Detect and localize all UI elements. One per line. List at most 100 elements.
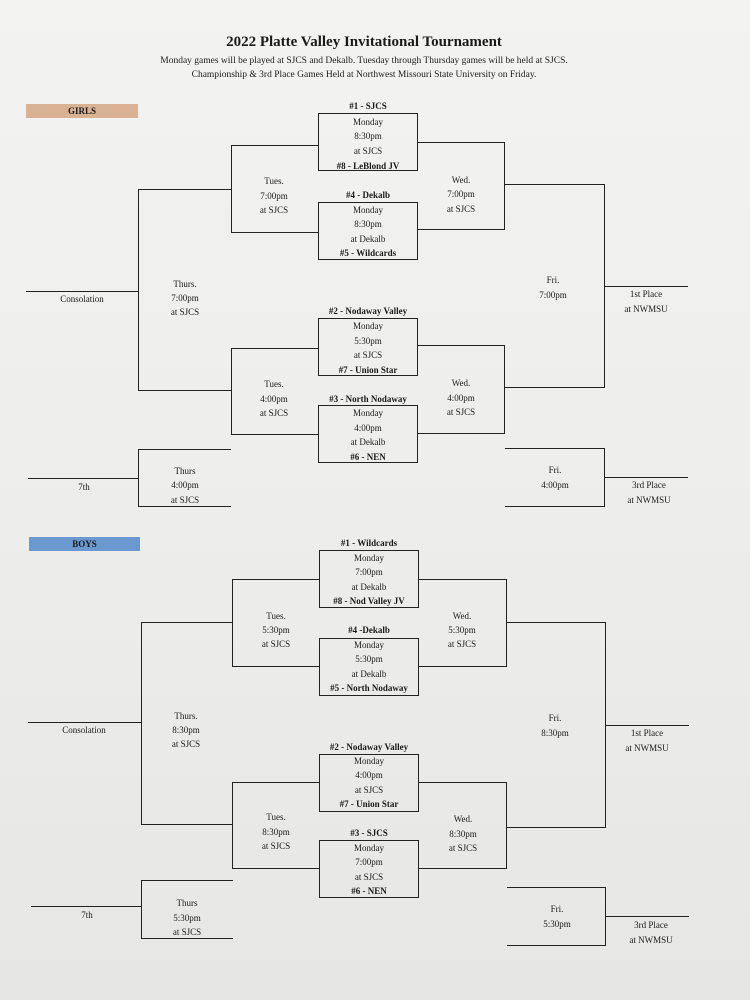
boys-g1-top-seed: #1 - Wildcards xyxy=(340,538,398,548)
girls-bracket-line xyxy=(504,387,604,388)
girls-game-4-box xyxy=(318,405,418,463)
boys-tues2-day: Tues. xyxy=(266,812,286,822)
boys-bracket-line xyxy=(141,938,233,939)
boys-third-place-line xyxy=(605,916,689,917)
girls-wed1-day: Wed. xyxy=(451,175,471,185)
girls-tues2-time: 4:00pm xyxy=(260,394,288,404)
subtitle-line-2: Championship & 3rd Place Games Held at N… xyxy=(191,70,537,80)
girls-wed2-time: 4:00pm xyxy=(447,393,475,403)
boys-g3-location: at SJCS xyxy=(354,785,384,795)
boys-bracket-line xyxy=(141,622,142,825)
girls-tues2-location: at SJCS xyxy=(259,408,289,418)
girls-g2-bottom-seed: #5 - Wildcards xyxy=(339,248,397,258)
girls-fri-time: 7:00pm xyxy=(539,290,567,300)
boys-bracket-line xyxy=(141,880,233,881)
girls-bracket-line xyxy=(231,145,232,233)
girls-tues1-day: Tues. xyxy=(264,176,284,186)
boys-g3-day: Monday xyxy=(354,756,384,766)
girls-g3-day: Monday xyxy=(353,321,383,331)
girls-g1-top-seed: #1 - SJCS xyxy=(349,101,387,111)
boys-g1-bottom-seed: #8 - Nod Valley JV xyxy=(333,596,405,606)
girls-first-place-label: 1st Place xyxy=(629,289,663,299)
girls-bracket-line xyxy=(418,142,504,143)
boys-bracket-line xyxy=(232,868,319,869)
boys-thurs7-time: 5:30pm xyxy=(173,913,201,923)
girls-g3-time: 5:30pm xyxy=(354,336,382,346)
boys-g4-top-seed: #3 - SJCS xyxy=(350,828,388,838)
girls-bracket-line xyxy=(231,145,318,146)
boys-bracket-line xyxy=(419,666,506,667)
boys-wed1-location: at SJCS xyxy=(447,639,477,649)
girls-g4-top-seed: #3 - North Nodaway xyxy=(329,394,407,404)
girls-third-place-line xyxy=(604,477,688,478)
girls-g4-location: at Dekalb xyxy=(350,437,386,447)
girls-thurs-location: at SJCS xyxy=(170,307,200,317)
boys-bracket-line xyxy=(232,782,319,783)
boys-thurs7-location: at SJCS xyxy=(172,927,202,937)
girls-thurs7-location: at SJCS xyxy=(170,495,200,505)
boys-third-place-label: 3rd Place xyxy=(634,920,668,930)
girls-first-place-location: at NWMSU xyxy=(624,304,668,314)
girls-consolation-line xyxy=(26,291,138,292)
boys-g1-time: 7:00pm xyxy=(355,567,383,577)
boys-g3-time: 4:00pm xyxy=(355,770,383,780)
boys-g2-day: Monday xyxy=(354,640,384,650)
girls-third-place-label: 3rd Place xyxy=(632,480,666,490)
girls-g2-location: at Dekalb xyxy=(350,234,386,244)
boys-fri3-time: 5:30pm xyxy=(543,919,571,929)
girls-g1-time: 8:30pm xyxy=(354,131,382,141)
girls-seventh-line xyxy=(28,478,138,479)
girls-game-2-box xyxy=(318,202,418,260)
boys-g2-location: at Dekalb xyxy=(351,669,387,679)
girls-bracket-line xyxy=(505,506,604,507)
boys-bracket-line xyxy=(232,579,319,580)
boys-consolation-label: Consolation xyxy=(62,725,106,735)
boys-bracket-line xyxy=(141,622,232,623)
boys-wed1-time: 5:30pm xyxy=(448,625,476,635)
girls-g1-day: Monday xyxy=(353,117,383,127)
girls-bracket-line xyxy=(138,506,231,507)
girls-bracket-line xyxy=(504,345,505,434)
girls-thurs-time: 7:00pm xyxy=(171,293,199,303)
girls-bracket-line xyxy=(138,189,139,391)
girls-section-label: GIRLS xyxy=(26,104,138,118)
boys-first-place-label: 1st Place xyxy=(630,728,664,738)
boys-section-label: BOYS xyxy=(29,537,140,551)
girls-bracket-line xyxy=(231,348,232,435)
boys-seventh-line xyxy=(31,906,141,907)
boys-bracket-line xyxy=(419,579,506,580)
boys-tues1-location: at SJCS xyxy=(261,639,291,649)
boys-thurs-time: 8:30pm xyxy=(172,725,200,735)
girls-thurs7-time: 4:00pm xyxy=(171,480,199,490)
boys-fri3-day: Fri. xyxy=(550,904,564,914)
boys-game-2-box xyxy=(319,638,419,696)
girls-g2-day: Monday xyxy=(353,205,383,215)
girls-seventh-label: 7th xyxy=(78,482,90,492)
girls-tues2-day: Tues. xyxy=(264,379,284,389)
boys-bracket-line xyxy=(419,782,506,783)
girls-thurs-day: Thurs. xyxy=(173,279,197,289)
boys-seventh-label: 7th xyxy=(81,910,93,920)
boys-fri-time: 8:30pm xyxy=(541,728,569,738)
boys-wed2-location: at SJCS xyxy=(448,843,478,853)
boys-g3-bottom-seed: #7 - Union Star xyxy=(339,799,399,809)
boys-tues2-time: 8:30pm xyxy=(262,827,290,837)
girls-tues1-location: at SJCS xyxy=(259,205,289,215)
girls-wed1-location: at SJCS xyxy=(446,204,476,214)
boys-wed2-day: Wed. xyxy=(453,814,473,824)
girls-fri3-day: Fri. xyxy=(548,465,562,475)
girls-thurs7-day: Thurs xyxy=(174,466,196,476)
girls-third-place-location: at NWMSU xyxy=(627,495,671,505)
boys-bracket-line xyxy=(232,782,233,869)
girls-wed2-location: at SJCS xyxy=(446,407,476,417)
girls-g3-top-seed: #2 - Nodaway Valley xyxy=(328,306,408,316)
boys-consolation-line xyxy=(28,722,141,723)
boys-thurs-day: Thurs. xyxy=(174,711,198,721)
girls-game-1-box xyxy=(318,113,418,171)
boys-bracket-line xyxy=(141,824,232,825)
boys-g4-location: at SJCS xyxy=(354,872,384,882)
girls-bracket-line xyxy=(138,449,139,507)
page-title: 2022 Platte Valley Invitational Tourname… xyxy=(226,34,502,50)
girls-g4-time: 4:00pm xyxy=(354,423,382,433)
